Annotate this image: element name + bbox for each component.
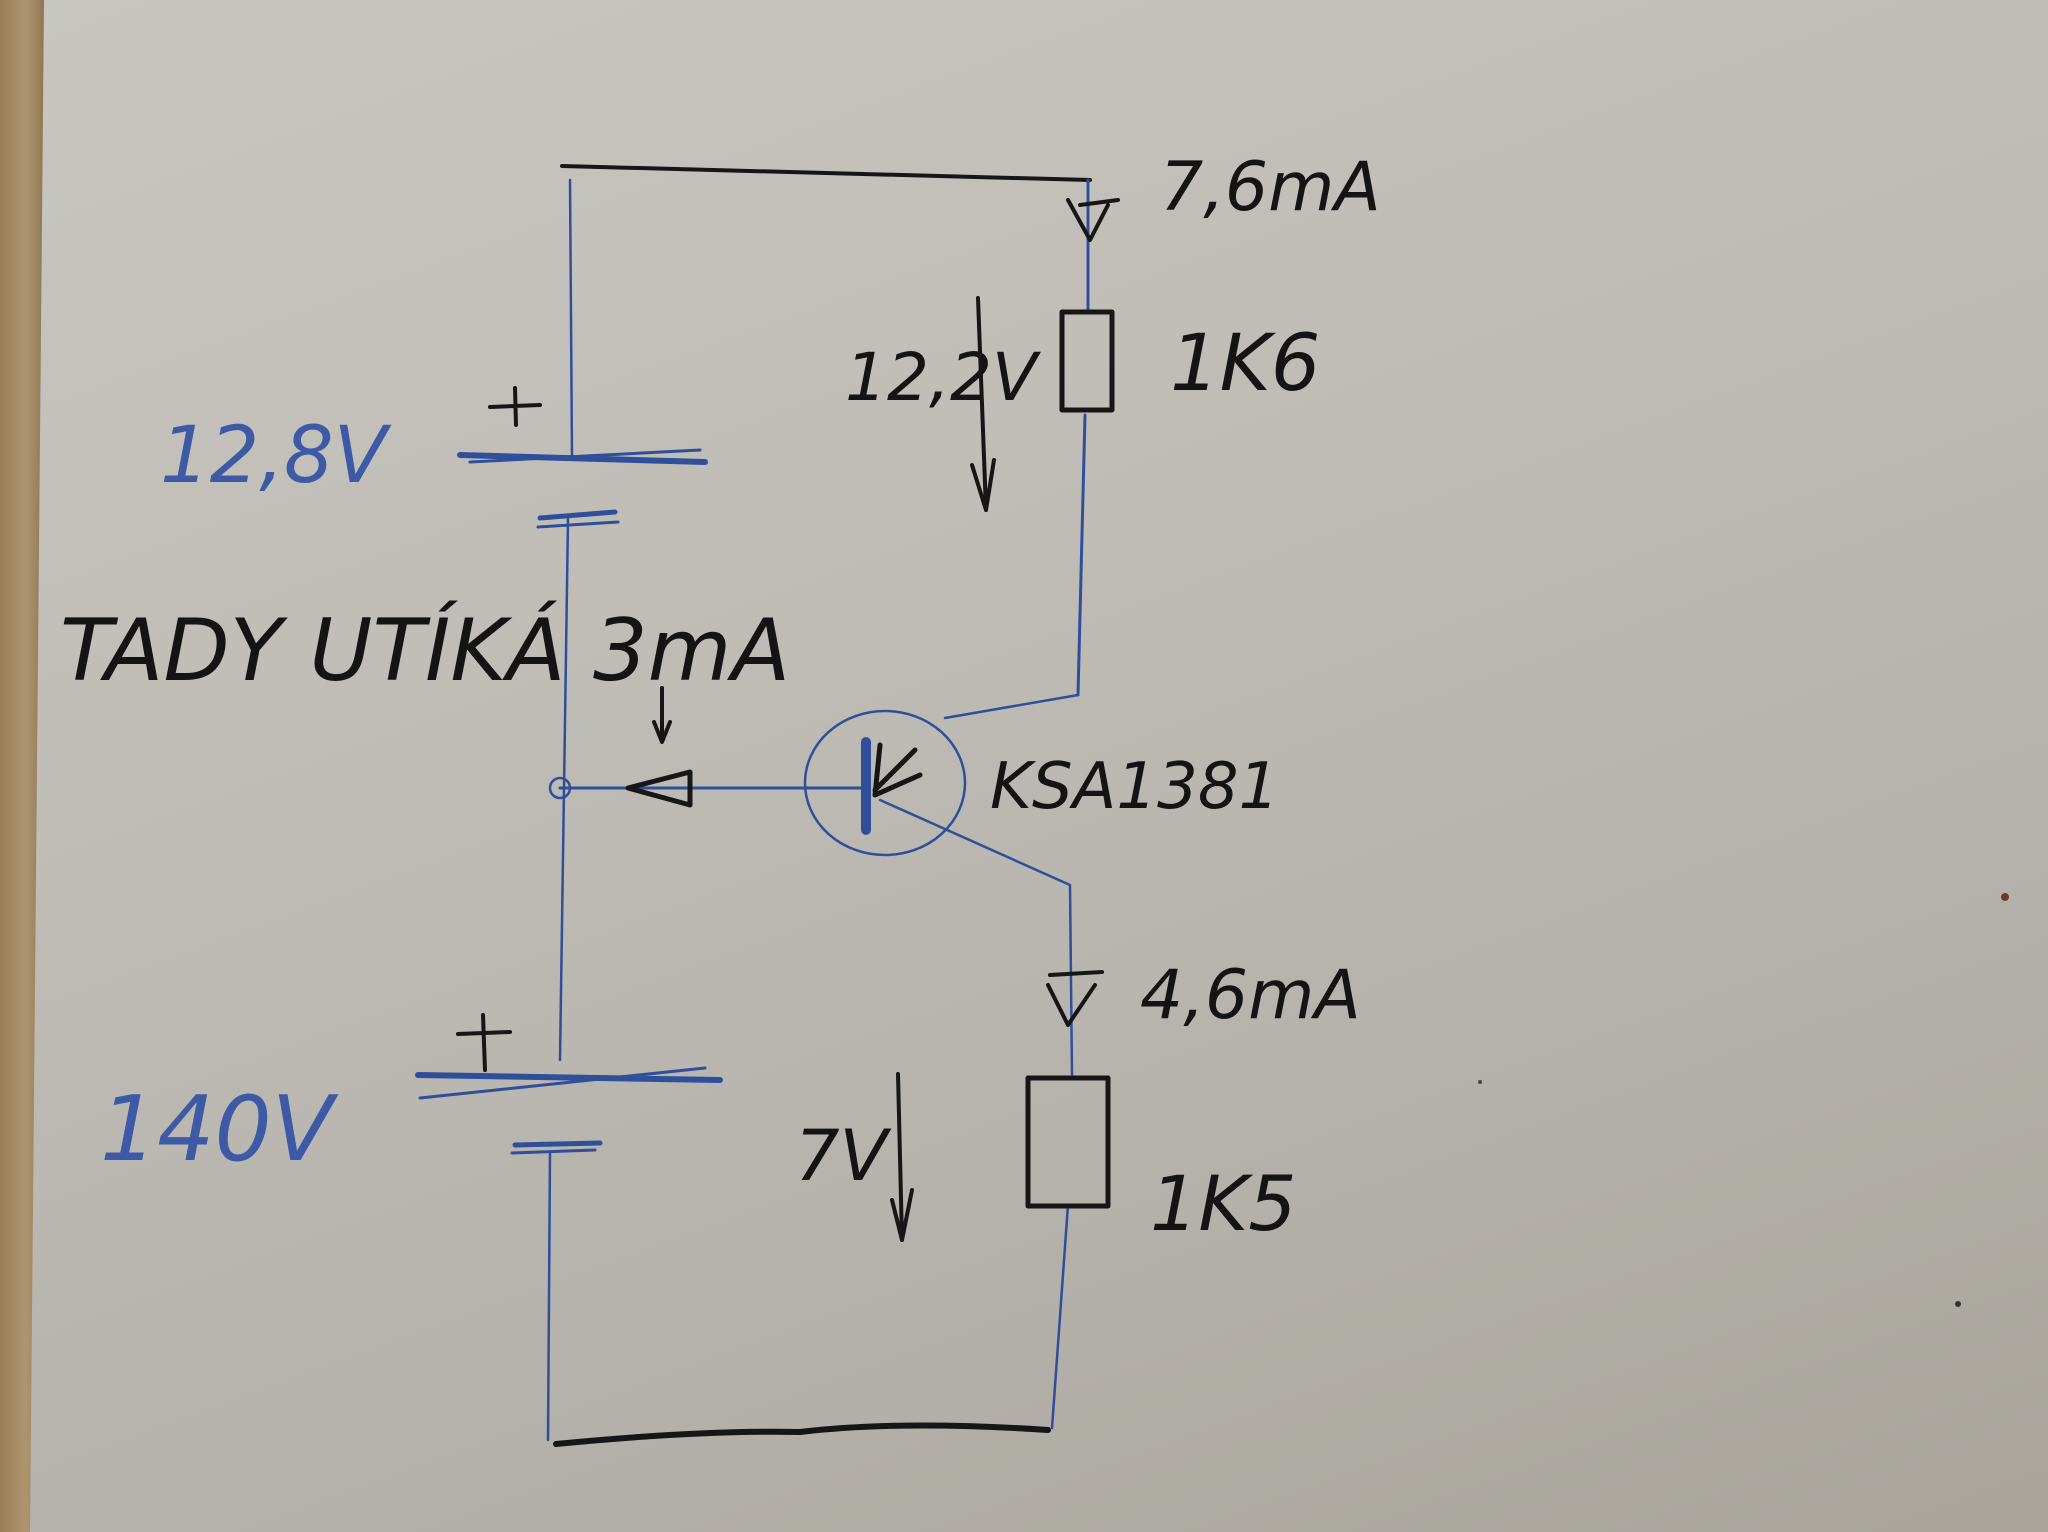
junction-node (548, 776, 572, 800)
battery-lower-long-plate (415, 1072, 723, 1083)
resistor-bottom-current: 4,6mA (1140, 956, 1361, 1035)
wire-top (560, 164, 1092, 182)
small-down-arrow-icon (652, 686, 672, 744)
annotation-text: TADY UTÍKÁ 3mA (60, 600, 790, 701)
battery-lower-voltage: 140V (100, 1077, 339, 1182)
battery-upper: 12,8V (160, 386, 708, 529)
annotation: TADY UTÍKÁ 3mA (60, 600, 790, 701)
resistor-bottom-body (1025, 1075, 1111, 1209)
battery-lower-short-plate (512, 1140, 603, 1148)
resistor-top-body (1059, 309, 1115, 413)
resistor-top-voltage-drop: 12,2V (845, 339, 1041, 416)
resistor-bottom-value: 1K5 (1150, 1159, 1297, 1248)
wire-bottom (553, 1422, 1051, 1447)
battery-upper-long-plate (457, 452, 708, 465)
voltage-arrow-bottom-icon (890, 1072, 914, 1242)
wire-top-resistor-to-collector (1076, 413, 1087, 697)
battery-upper-voltage: 12,8V (160, 411, 392, 501)
resistor-top-value: 1K6 (1170, 319, 1320, 409)
current-arrow-top-icon (1066, 198, 1120, 242)
transistor: KSA1381 (803, 709, 1279, 857)
current-arrow-base-icon (625, 769, 693, 808)
resistor-bottom: 4,6mA 1K5 7V (795, 956, 1361, 1248)
wire-left-top (568, 178, 574, 457)
current-arrow-bottom-icon (1046, 970, 1104, 1027)
base-current-indicator (625, 686, 693, 808)
paper-specks (1478, 893, 2009, 1307)
wire-bottom-resistor-lower (1050, 1203, 1070, 1430)
transistor-part-label: KSA1381 (990, 750, 1279, 824)
resistor-top-current: 7,6mA (1160, 148, 1381, 227)
transistor-circle (803, 709, 967, 857)
wire-collector (943, 693, 1080, 720)
plus-icon (488, 386, 542, 427)
resistor-bottom-voltage-drop: 7V (795, 1115, 892, 1197)
battery-upper-short-plate (537, 509, 618, 521)
battery-lower: 140V (100, 1013, 723, 1182)
emitter-arrow-icon (872, 742, 923, 798)
voltage-arrow-top-icon (970, 296, 996, 512)
wire-emitter (878, 798, 1074, 1077)
resistor-top: 7,6mA 1K6 12,2V (845, 148, 1381, 512)
wires (546, 164, 1092, 1447)
plus-icon (456, 1013, 512, 1072)
wire-left-bottom (546, 1150, 552, 1442)
